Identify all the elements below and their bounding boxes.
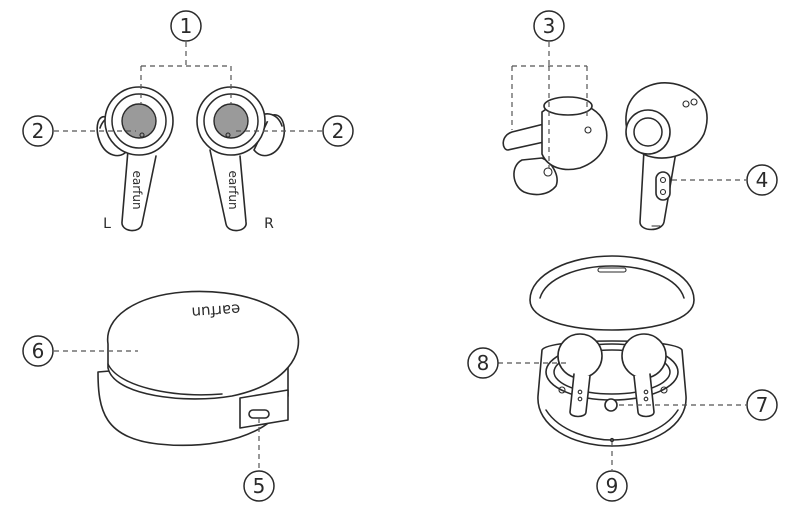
callout-6: 6	[22, 335, 54, 367]
svg-text:1: 1	[180, 14, 193, 38]
svg-text:8: 8	[477, 351, 490, 375]
usb-c-port	[248, 409, 270, 419]
callout-9: 9	[596, 470, 628, 502]
svg-text:2: 2	[32, 119, 45, 143]
pairing-button	[604, 398, 618, 412]
case-lid-brand: earfun	[191, 300, 241, 321]
left-earbud-brand: earfun	[130, 170, 144, 209]
earbud-front-view	[625, 82, 708, 231]
callout-4: 4	[746, 164, 778, 196]
callout-7: 7	[746, 389, 778, 421]
left-label: L	[103, 216, 111, 232]
callout-2-left: 2	[22, 115, 54, 147]
left-earbud: earfun	[96, 86, 174, 232]
right-earbud: earfun	[196, 86, 286, 232]
svg-text:3: 3	[543, 14, 556, 38]
callout-8: 8	[467, 347, 499, 379]
svg-text:5: 5	[253, 474, 266, 498]
callout-3: 3	[533, 10, 565, 42]
right-label: R	[264, 216, 274, 232]
callout-5: 5	[243, 470, 275, 502]
callout-1: 1	[170, 10, 202, 42]
left-wear-sensor	[121, 103, 157, 139]
charging-contacts	[655, 171, 671, 201]
earbud-side-view	[502, 96, 608, 196]
open-charging-case	[529, 255, 695, 447]
svg-text:4: 4	[756, 168, 769, 192]
closed-charging-case: earfun	[97, 290, 300, 447]
svg-text:2: 2	[332, 119, 345, 143]
svg-text:6: 6	[32, 339, 45, 363]
callout-2-right: 2	[322, 115, 354, 147]
right-earbud-brand: earfun	[226, 170, 240, 209]
svg-text:9: 9	[606, 474, 619, 498]
right-wear-sensor	[213, 103, 249, 139]
svg-text:7: 7	[756, 393, 769, 417]
